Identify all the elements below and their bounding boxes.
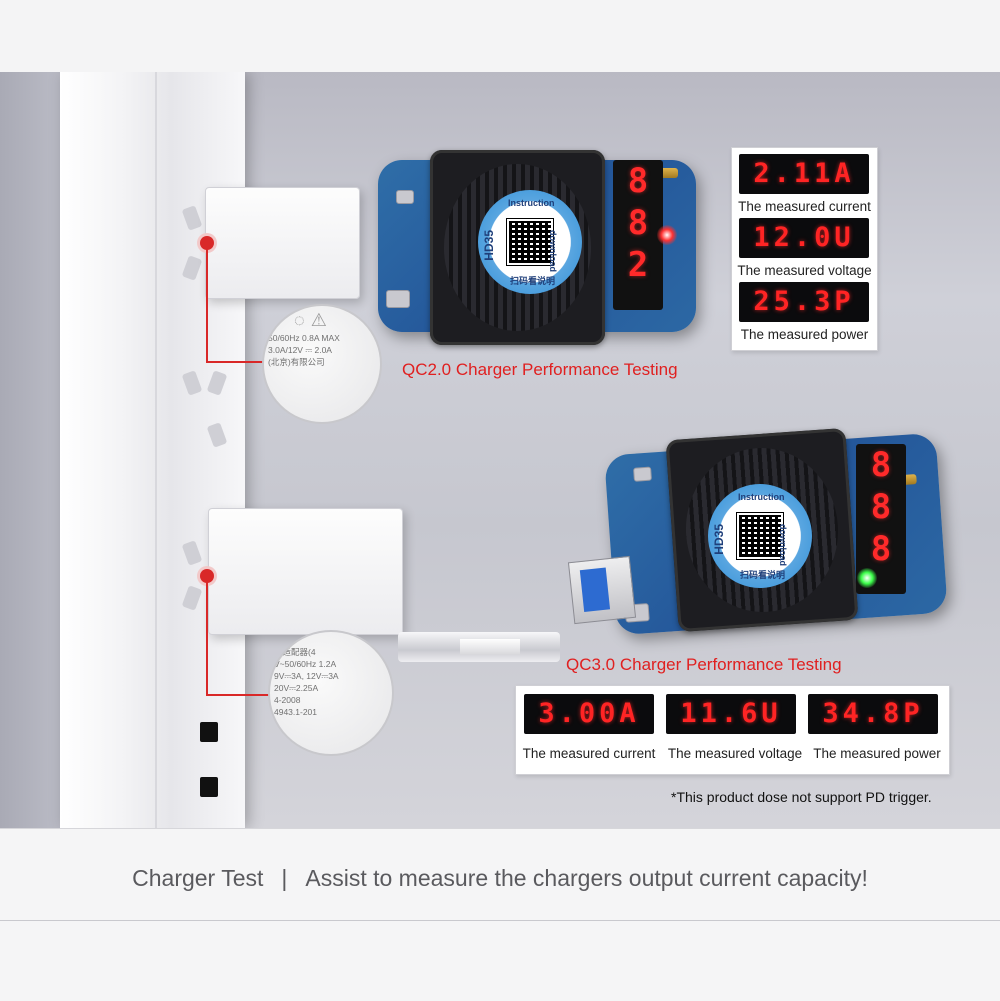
usb-cable-wire [460, 639, 520, 655]
device-model: HD35 [482, 230, 496, 261]
current-readout: 3.00A [524, 694, 654, 734]
label-line: 20V⎓2.25A [274, 683, 319, 693]
current-caption: The measured current [738, 199, 871, 214]
socket-hole [206, 422, 228, 448]
voltage-caption: The measured voltage [667, 746, 803, 761]
label-line: 4943.1-201 [274, 707, 318, 717]
voltage-readout: 11.6U [666, 694, 796, 734]
qc2-label-zoom: ◌⚠ 50/60Hz 0.8A MAX 3.0A/12V ⎓ 2.0A (北京)… [262, 304, 382, 424]
bottom-divider [0, 920, 1000, 921]
disc-text-top: Instruction [508, 198, 555, 208]
current-caption: The measured current [522, 746, 656, 761]
disc-text-right: download [778, 524, 788, 566]
tagline-text: Assist to measure the chargers output cu… [305, 865, 868, 891]
green-led-indicator [857, 568, 877, 588]
segment-digit: 8 [870, 445, 892, 485]
socket-hole [181, 585, 203, 611]
disc-text-bottom: 扫码看说明 [740, 570, 786, 580]
callout-line [206, 575, 208, 695]
disc-text-top: Instruction [738, 492, 785, 502]
micro-usb-port [396, 190, 414, 204]
qc3-test-title: QC3.0 Charger Performance Testing [566, 655, 842, 674]
qc2-charger [205, 187, 360, 299]
callout-line [206, 361, 266, 363]
label-line: 4-2008 [274, 695, 301, 705]
warning-icon: ◌⚠ [294, 310, 333, 330]
current-readout: 2.11A [739, 154, 869, 194]
label-line: V~50/60Hz 1.2A [274, 659, 337, 669]
tagline-label: Charger Test [132, 865, 264, 891]
qc2-qr-label: Instruction download 扫码看说明 HD35 [478, 190, 582, 294]
callout-line [206, 694, 270, 696]
power-readout: 34.8P [808, 694, 938, 734]
qr-code-icon [736, 512, 784, 560]
socket-hole [181, 255, 203, 281]
power-strip [60, 72, 245, 828]
label-line: 50/60Hz 0.8A MAX [268, 333, 340, 343]
label-line: 3.0A/12V ⎓ 2.0A [268, 345, 332, 355]
power-readout: 25.3P [739, 282, 869, 322]
segment-digit: 8 [870, 487, 892, 527]
socket-hole [206, 370, 228, 396]
red-led-indicator [657, 225, 677, 245]
qc3-qr-label: Instruction download 扫码看说明 HD35 [708, 484, 812, 588]
power-caption: The measured power [813, 746, 941, 761]
product-scene: ◌⚠ 50/60Hz 0.8A MAX 3.0A/12V ⎓ 2.0A (北京)… [0, 72, 1000, 828]
qc2-readings-panel: 2.11A The measured current 12.0U The mea… [731, 147, 878, 351]
segment-digit: 8 [627, 203, 649, 243]
voltage-caption: The measured voltage [737, 263, 872, 278]
label-line: 源适配器(4 [274, 647, 316, 657]
socket-slot [200, 777, 218, 797]
device-model: HD35 [712, 524, 726, 555]
socket-hole [181, 540, 203, 566]
callout-line [206, 242, 208, 362]
socket-hole [181, 205, 203, 231]
tagline: Charger Test | Assist to measure the charg… [0, 865, 1000, 892]
usb-a-plug [567, 555, 637, 625]
pd-footnote: *This product dose not support PD trigge… [671, 789, 932, 805]
label-line: 9V⎓3A, 12V⎓3A [274, 671, 339, 681]
segment-digit: 8 [627, 161, 649, 201]
potentiometer-knob [658, 168, 678, 178]
segment-digit: 8 [870, 529, 892, 569]
usb-a-tongue [579, 567, 611, 612]
strip-edge-line [155, 72, 157, 828]
disc-text-right: download [548, 230, 558, 272]
qc3-label-zoom: 源适配器(4 V~50/60Hz 1.2A 9V⎓3A, 12V⎓3A 20V⎓… [268, 630, 394, 756]
qc3-charger [208, 508, 403, 635]
micro-usb-port [633, 466, 652, 482]
socket-hole [181, 370, 203, 396]
power-caption: The measured power [740, 327, 869, 342]
tagline-separator: | [281, 865, 288, 891]
qc3-device-display: 8 8 8 [856, 444, 906, 594]
qc3-readings-panel: 3.00A The measured current 11.6U The mea… [515, 685, 950, 775]
qc2-device-display: 8 8 2 [613, 160, 663, 310]
qc2-test-title: QC2.0 Charger Performance Testing [402, 360, 678, 379]
usb-c-port [386, 290, 410, 308]
segment-digit: 2 [627, 245, 649, 285]
top-band [0, 0, 1000, 73]
label-line: (北京)有限公司 [268, 357, 325, 367]
voltage-readout: 12.0U [739, 218, 869, 258]
bottom-band [0, 828, 1000, 1001]
disc-text-bottom: 扫码看说明 [510, 276, 556, 286]
qr-code-icon [506, 218, 554, 266]
socket-slot [200, 722, 218, 742]
